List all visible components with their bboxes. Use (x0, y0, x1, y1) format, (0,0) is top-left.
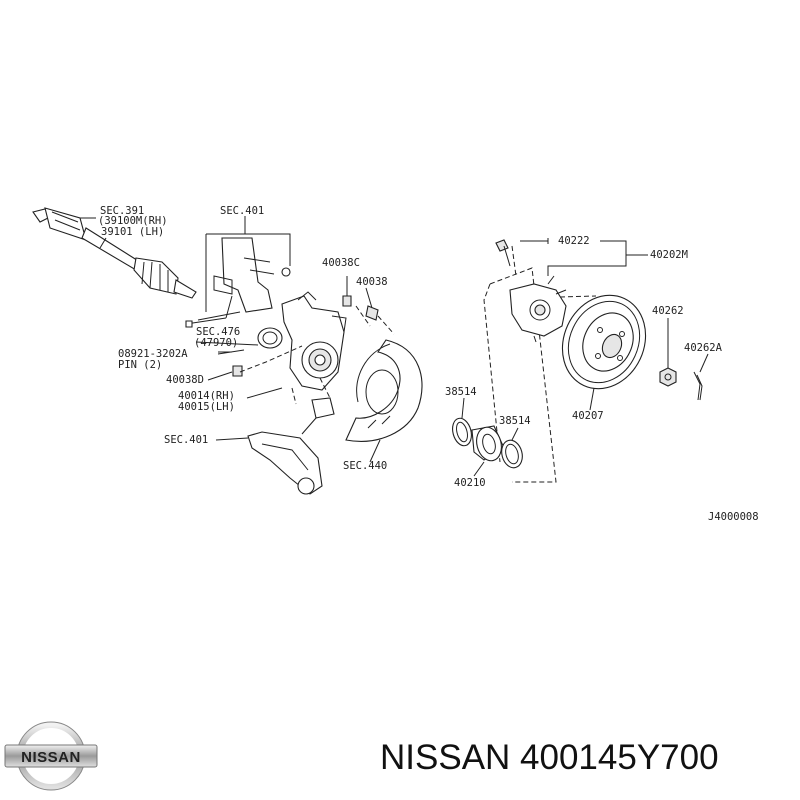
cotter-pin (693, 353, 709, 401)
label-40038d: 40038D (166, 374, 204, 386)
steering-knuckle (257, 291, 347, 391)
label-sec440: SEC.440 (343, 460, 387, 472)
part-number-title: NISSAN 400145Y700 (380, 738, 719, 777)
drive-shaft (32, 207, 197, 299)
label-40210: 40210 (454, 477, 486, 489)
brake-rotor (561, 294, 647, 390)
label-39100m: (39100M(RH) (98, 215, 168, 227)
label-47970: (47970) (194, 337, 238, 349)
label-40207: 40207 (572, 410, 604, 422)
hub-assembly (495, 239, 567, 343)
label-40038: 40038 (356, 276, 388, 288)
leader-lines (80, 216, 648, 477)
label-sec401-top: SEC.401 (220, 205, 264, 217)
part-labels: SEC.391 (39100M(RH) 39101 (LH) SEC.401 4… (98, 205, 759, 523)
knuckle-bolts (217, 276, 379, 377)
hub-nut (659, 318, 677, 387)
wheel-bearing (452, 417, 523, 469)
label-40015: 40015(LH) (178, 401, 235, 413)
dust-shield (345, 339, 423, 442)
label-39101: 39101 (LH) (101, 226, 164, 238)
lower-arm (247, 397, 335, 495)
nissan-logo: NISSAN (4, 721, 98, 791)
label-40262: 40262 (652, 305, 684, 317)
label-08921: 08921-3202A (118, 348, 188, 360)
label-40038c: 40038C (322, 257, 360, 269)
label-40262a: 40262A (684, 342, 723, 354)
label-pin: PIN (2) (118, 359, 162, 371)
label-40202m: 40202M (650, 249, 688, 261)
dashed-guides (239, 245, 597, 483)
strut-bracket (185, 233, 291, 328)
label-sec476: SEC.476 (196, 326, 240, 338)
label-sec391: SEC.391 (100, 205, 144, 217)
label-sec401-bottom: SEC.401 (164, 434, 208, 446)
label-40014: 40014(RH) (178, 390, 235, 402)
label-38514-right: 38514 (499, 415, 531, 427)
drawing-code: J4000008 (708, 511, 759, 523)
logo-text: NISSAN (21, 749, 81, 766)
label-38514-left: 38514 (445, 386, 477, 398)
label-40222: 40222 (558, 235, 590, 247)
